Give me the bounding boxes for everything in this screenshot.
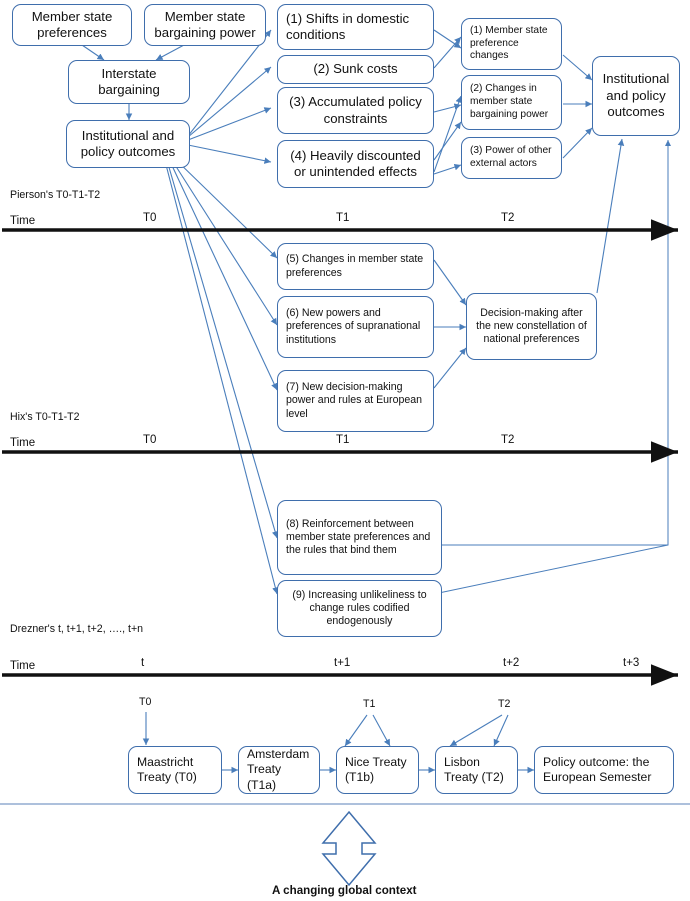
box-mechanism-3[interactable]: (3) Accumulated policy constraints bbox=[277, 87, 434, 134]
treaty-box-nice[interactable]: Nice Treaty (T1b) bbox=[336, 746, 419, 794]
box-label: Institutional and policy outcomes bbox=[602, 71, 670, 120]
box-label: (1) Shifts in domestic conditions bbox=[286, 10, 410, 43]
box-label: (4) Heavily discounted or unintended eff… bbox=[290, 147, 421, 180]
tick-drezner-t1: t+1 bbox=[334, 657, 351, 669]
time-label-drezner: Time bbox=[10, 660, 36, 672]
box-label: Amsterdam Treaty (T1a) bbox=[247, 747, 310, 792]
box-mechanism-4[interactable]: (4) Heavily discounted or unintended eff… bbox=[277, 140, 434, 188]
box-outcome-2-changes-bargaining-power[interactable]: (2) Changes in member state bargaining p… bbox=[461, 75, 562, 130]
time-label-pierson: Time bbox=[10, 215, 36, 227]
box-label: Interstate bargaining bbox=[98, 65, 160, 98]
box-label: Member state bargaining power bbox=[154, 8, 256, 41]
box-label: (2) Sunk costs bbox=[313, 61, 398, 77]
box-label: (1) Member state preference changes bbox=[470, 24, 548, 62]
box-label: Maastricht Treaty (T0) bbox=[137, 754, 197, 784]
box-decision-making[interactable]: Decision-making after the new constellat… bbox=[466, 293, 597, 360]
tick-drezner-t3: t+3 bbox=[623, 657, 640, 669]
box-label: (6) New powers and preferences of supran… bbox=[286, 307, 421, 346]
box-mechanism-2[interactable]: (2) Sunk costs bbox=[277, 55, 434, 84]
box-label: Nice Treaty (T1b) bbox=[345, 754, 407, 784]
tick-hix-t0: T0 bbox=[143, 434, 157, 446]
treaty-marker-t1: T1 bbox=[363, 698, 376, 710]
box-mechanism-9[interactable]: (9) Increasing unlikeliness to change ru… bbox=[277, 580, 442, 637]
box-outcome-1-member-state-preference-changes[interactable]: (1) Member state preference changes bbox=[461, 18, 562, 70]
box-mechanism-1[interactable]: (1) Shifts in domestic conditions bbox=[277, 4, 434, 50]
box-label: Member state preferences bbox=[31, 8, 113, 41]
box-label: Policy outcome: the European Semester bbox=[543, 754, 652, 784]
time-label-hix: Time bbox=[10, 437, 36, 449]
box-institutional-policy-outcomes-t0[interactable]: Institutional and policy outcomes bbox=[66, 120, 190, 168]
box-interstate-bargaining[interactable]: Interstate bargaining bbox=[68, 60, 190, 104]
treaty-marker-t2: T2 bbox=[498, 698, 511, 710]
treaty-marker-t0: T0 bbox=[139, 696, 152, 708]
section-label-hix: Hix's T0-T1-T2 bbox=[10, 411, 80, 423]
section-divider bbox=[0, 803, 690, 805]
box-label: (7) New decision-making power and rules … bbox=[286, 381, 423, 420]
treaty-box-amsterdam[interactable]: Amsterdam Treaty (T1a) bbox=[238, 746, 320, 794]
double-arrow-icon bbox=[321, 810, 377, 887]
figure-caption: A changing global context bbox=[272, 884, 417, 897]
box-mechanism-7[interactable]: (7) New decision-making power and rules … bbox=[277, 370, 434, 432]
box-mechanism-5[interactable]: (5) Changes in member state preferences bbox=[277, 243, 434, 290]
tick-drezner-t: t bbox=[141, 657, 145, 669]
tick-pierson-t0: T0 bbox=[143, 212, 157, 224]
box-label: Decision-making after the new constellat… bbox=[476, 306, 587, 346]
section-label-pierson: Pierson's T0-T1-T2 bbox=[10, 189, 101, 201]
box-label: (9) Increasing unlikeliness to change ru… bbox=[292, 588, 427, 628]
box-outcome-3-power-external-actors[interactable]: (3) Power of other external actors bbox=[461, 137, 562, 179]
box-label: (3) Accumulated policy constraints bbox=[289, 94, 422, 126]
box-mechanism-8[interactable]: (8) Reinforcement between member state p… bbox=[277, 500, 442, 575]
box-label: Lisbon Treaty (T2) bbox=[444, 754, 504, 784]
treaty-box-maastricht[interactable]: Maastricht Treaty (T0) bbox=[128, 746, 222, 794]
box-label: (3) Power of other external actors bbox=[470, 145, 552, 169]
tick-pierson-t1: T1 bbox=[336, 212, 350, 224]
box-member-state-preferences[interactable]: Member state preferences bbox=[12, 4, 132, 46]
tick-hix-t2: T2 bbox=[501, 434, 515, 446]
box-member-state-bargaining-power[interactable]: Member state bargaining power bbox=[144, 4, 266, 46]
box-label: Institutional and policy outcomes bbox=[80, 127, 176, 160]
treaty-box-policy-outcome[interactable]: Policy outcome: the European Semester bbox=[534, 746, 674, 794]
box-label: (2) Changes in member state bargaining p… bbox=[470, 83, 549, 120]
tick-hix-t1: T1 bbox=[336, 434, 350, 446]
box-label: (8) Reinforcement between member state p… bbox=[286, 517, 431, 557]
treaty-box-lisbon[interactable]: Lisbon Treaty (T2) bbox=[435, 746, 518, 794]
box-mechanism-6[interactable]: (6) New powers and preferences of supran… bbox=[277, 296, 434, 358]
box-institutional-policy-outcomes-t2[interactable]: Institutional and policy outcomes bbox=[592, 56, 680, 136]
box-label: (5) Changes in member state preferences bbox=[286, 253, 424, 279]
tick-drezner-t2: t+2 bbox=[503, 657, 520, 669]
tick-pierson-t2: T2 bbox=[501, 212, 515, 224]
section-label-drezner: Drezner's t, t+1, t+2, …., t+n bbox=[10, 623, 144, 635]
